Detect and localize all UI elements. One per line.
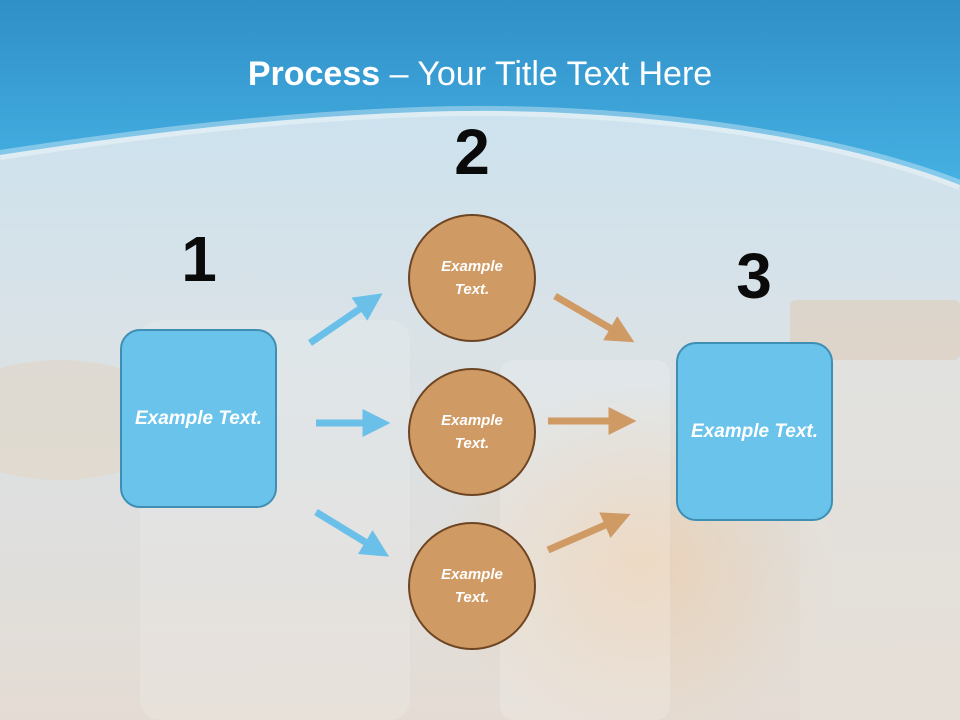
step-3-text: Example Text. bbox=[690, 421, 819, 442]
slide-title: Process – Your Title Text Here bbox=[0, 52, 960, 96]
slide-title-rest: – Your Title Text Here bbox=[380, 55, 713, 93]
step-1-text: Example Text. bbox=[134, 408, 263, 429]
circle-bottom-text: Example Text. bbox=[441, 566, 503, 606]
step-3-box: Example Text. bbox=[676, 342, 833, 521]
circle-top-text: Example Text. bbox=[441, 258, 503, 298]
circle-middle: Example Text. bbox=[408, 368, 536, 496]
arrow-blue-down bbox=[314, 509, 390, 557]
circle-top: Example Text. bbox=[408, 214, 536, 342]
step-number-2: 2 bbox=[454, 116, 490, 188]
arrow-blue-up bbox=[308, 293, 383, 346]
circle-bottom: Example Text. bbox=[408, 522, 536, 650]
step-1-box: Example Text. bbox=[120, 329, 277, 508]
arrow-orange-down bbox=[553, 292, 635, 343]
slide-title-bold: Process bbox=[247, 55, 381, 93]
arrow-orange-up bbox=[546, 512, 631, 554]
step-number-1: 1 bbox=[181, 223, 217, 295]
step-number-3: 3 bbox=[736, 240, 772, 312]
circle-middle-text: Example Text. bbox=[441, 412, 503, 452]
